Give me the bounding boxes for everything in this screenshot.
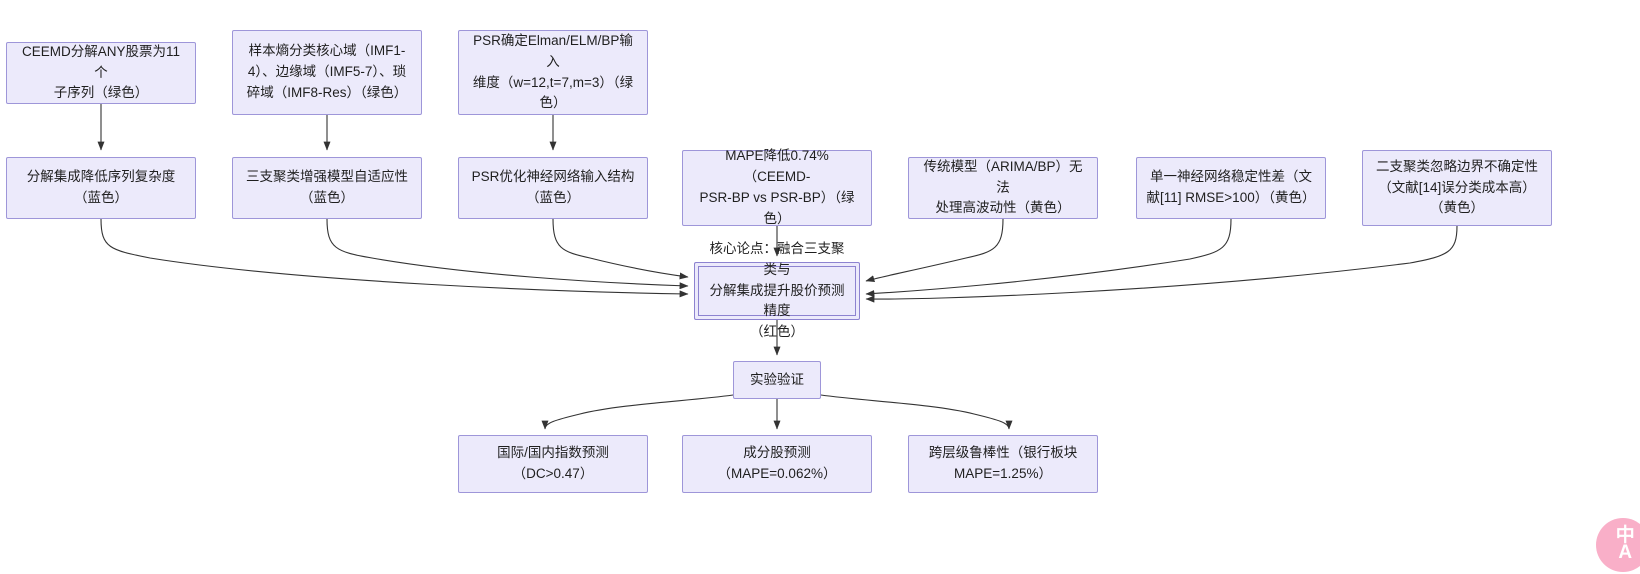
node-label: 传统模型（ARIMA/BP）无法 处理高波动性（黄色） bbox=[923, 158, 1083, 216]
node-label: 样本熵分类核心域（IMF1- 4）、边缘域（IMF5-7）、琐 碎域（IMF8-… bbox=[246, 43, 408, 100]
edge-validation-to-index bbox=[541, 394, 734, 430]
edge-instability-to-core bbox=[865, 218, 1232, 298]
node-two-way-clustering-limitation[interactable]: 二支聚类忽略边界不确定性 （文献[14]误分类成本高） （黄色） bbox=[1362, 150, 1552, 226]
node-label: 三支聚类增强模型自适应性 （蓝色） bbox=[246, 169, 408, 205]
edge-adaptivity-to-core bbox=[326, 218, 689, 290]
node-label: MAPE降低0.74%（CEEMD- PSR-BP vs PSR-BP）（绿 色… bbox=[699, 148, 855, 226]
node-psr-optimizes-network-input[interactable]: PSR优化神经网络输入结构 （蓝色） bbox=[458, 157, 648, 219]
node-label: 实验验证 bbox=[750, 371, 804, 387]
edge-two-way-clustering-to-core bbox=[865, 225, 1458, 303]
node-index-prediction-result[interactable]: 国际/国内指数预测 （DC>0.47） bbox=[458, 435, 648, 493]
node-label: PSR确定Elman/ELM/BP输入 维度（w=12,t=7,m=3）（绿 色… bbox=[472, 32, 634, 111]
node-single-network-instability[interactable]: 单一神经网络稳定性差（文 献[11] RMSE>100）（黄色） bbox=[1136, 157, 1326, 219]
node-mape-improvement-evidence[interactable]: MAPE降低0.74%（CEEMD- PSR-BP vs PSR-BP）（绿 色… bbox=[682, 148, 872, 226]
node-psr-input-dimension[interactable]: PSR确定Elman/ELM/BP输入 维度（w=12,t=7,m=3）（绿 色… bbox=[458, 30, 648, 115]
node-label: 二支聚类忽略边界不确定性 （文献[14]误分类成本高） （黄色） bbox=[1376, 158, 1538, 216]
translate-watermark-label: 中 A bbox=[1615, 525, 1635, 563]
node-core-claim[interactable]: 核心论点：融合三支聚类与 分解集成提升股价预测精度 （红色） bbox=[694, 241, 860, 339]
node-label: 分解集成降低序列复杂度 （蓝色） bbox=[26, 169, 176, 205]
edge-traditional-to-core bbox=[865, 218, 1004, 283]
node-cross-level-robustness-result[interactable]: 跨层级鲁棒性（银行板块 MAPE=1.25%） bbox=[908, 435, 1098, 493]
node-label: 国际/国内指数预测 （DC>0.47） bbox=[497, 445, 609, 481]
node-label: CEEMD分解ANY股票为11个 子序列（绿色） bbox=[21, 43, 181, 101]
node-label: 成分股预测 （MAPE=0.062%） bbox=[717, 445, 837, 481]
node-decomposition-reduces-complexity[interactable]: 分解集成降低序列复杂度 （蓝色） bbox=[6, 157, 196, 219]
node-label: PSR优化神经网络输入结构 （蓝色） bbox=[471, 169, 635, 205]
node-sample-entropy-classification[interactable]: 样本熵分类核心域（IMF1- 4）、边缘域（IMF5-7）、琐 碎域（IMF8-… bbox=[232, 30, 422, 115]
node-experimental-validation[interactable]: 实验验证 bbox=[733, 361, 821, 399]
node-label: 单一神经网络稳定性差（文 献[11] RMSE>100）（黄色） bbox=[1146, 169, 1316, 205]
node-constituent-stock-result[interactable]: 成分股预测 （MAPE=0.062%） bbox=[682, 435, 872, 493]
node-label: 核心论点：融合三支聚类与 分解集成提升股价预测精度 （红色） bbox=[709, 240, 845, 340]
edge-complexity-to-core bbox=[100, 218, 689, 298]
edge-network-input-to-core bbox=[552, 218, 689, 280]
node-three-way-clustering-adaptivity[interactable]: 三支聚类增强模型自适应性 （蓝色） bbox=[232, 157, 422, 219]
translate-watermark[interactable]: 中 A bbox=[1596, 518, 1640, 572]
node-ceemd-decomposition[interactable]: CEEMD分解ANY股票为11个 子序列（绿色） bbox=[6, 42, 196, 104]
node-traditional-model-limitation[interactable]: 传统模型（ARIMA/BP）无法 处理高波动性（黄色） bbox=[908, 157, 1098, 219]
edge-validation-to-robustness bbox=[820, 394, 1013, 430]
node-label: 跨层级鲁棒性（银行板块 MAPE=1.25%） bbox=[928, 445, 1078, 481]
